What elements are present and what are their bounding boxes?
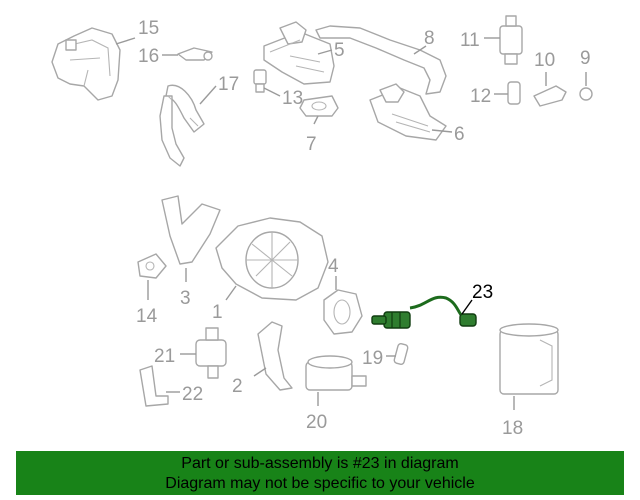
label-19[interactable]: 19 bbox=[362, 348, 383, 369]
label-12[interactable]: 12 bbox=[470, 86, 491, 107]
label-14[interactable]: 14 bbox=[136, 306, 158, 327]
part-19-plug[interactable] bbox=[393, 343, 409, 365]
part-18-canister[interactable] bbox=[499, 323, 559, 395]
part-7-gasket[interactable] bbox=[299, 95, 339, 117]
part-11-solenoid[interactable] bbox=[499, 15, 523, 65]
part-13-sensor[interactable] bbox=[253, 69, 267, 93]
label-8[interactable]: 8 bbox=[424, 28, 435, 49]
label-11[interactable]: 11 bbox=[460, 30, 480, 51]
label-6[interactable]: 6 bbox=[454, 124, 465, 145]
banner-line-1: Part or sub-assembly is #23 in diagram bbox=[181, 455, 459, 472]
part-8-tube[interactable] bbox=[315, 25, 447, 95]
label-23[interactable]: 23 bbox=[472, 282, 493, 303]
label-4[interactable]: 4 bbox=[328, 256, 339, 277]
label-2[interactable]: 2 bbox=[232, 376, 243, 397]
part-17-hose[interactable] bbox=[159, 84, 205, 167]
label-3[interactable]: 3 bbox=[180, 288, 191, 309]
part-5-pump-bracket[interactable] bbox=[263, 21, 335, 85]
part-6-pump-bracket[interactable] bbox=[369, 83, 447, 141]
part-12-connector[interactable] bbox=[507, 81, 521, 105]
banner-line-2: Diagram may not be specific to your vehi… bbox=[165, 475, 475, 492]
label-22[interactable]: 22 bbox=[182, 384, 203, 405]
parts-diagram: 15 16 17 13 5 8 7 bbox=[51, 15, 593, 439]
label-15[interactable]: 15 bbox=[138, 18, 159, 39]
label-18[interactable]: 18 bbox=[502, 418, 523, 439]
part-4-gasket[interactable] bbox=[323, 289, 363, 335]
info-banner: Part or sub-assembly is #23 in diagram D… bbox=[16, 451, 624, 495]
part-3-bracket[interactable] bbox=[161, 195, 221, 265]
part-21-purge-valve[interactable] bbox=[195, 327, 227, 379]
label-17[interactable]: 17 bbox=[218, 74, 239, 95]
label-5[interactable]: 5 bbox=[334, 40, 345, 61]
part-2-strap[interactable] bbox=[257, 321, 293, 391]
part-9-cap[interactable] bbox=[579, 87, 593, 101]
part-22-mount-bracket[interactable] bbox=[139, 365, 169, 407]
part-20-actuator[interactable] bbox=[305, 355, 367, 391]
part-15-valve-assembly[interactable] bbox=[51, 27, 121, 101]
label-16[interactable]: 16 bbox=[138, 46, 159, 67]
part-16-clip[interactable] bbox=[177, 47, 213, 61]
label-13[interactable]: 13 bbox=[282, 88, 303, 109]
part-23-oxygen-sensor[interactable] bbox=[371, 295, 477, 329]
label-10[interactable]: 10 bbox=[534, 50, 555, 71]
part-10-elbow[interactable] bbox=[533, 85, 567, 107]
label-20[interactable]: 20 bbox=[306, 412, 327, 433]
part-14-sensor[interactable] bbox=[137, 253, 167, 279]
label-7[interactable]: 7 bbox=[306, 134, 317, 155]
label-9[interactable]: 9 bbox=[580, 48, 591, 69]
part-1-housing[interactable] bbox=[215, 217, 329, 301]
label-1[interactable]: 1 bbox=[212, 302, 223, 323]
label-21[interactable]: 21 bbox=[154, 346, 175, 367]
